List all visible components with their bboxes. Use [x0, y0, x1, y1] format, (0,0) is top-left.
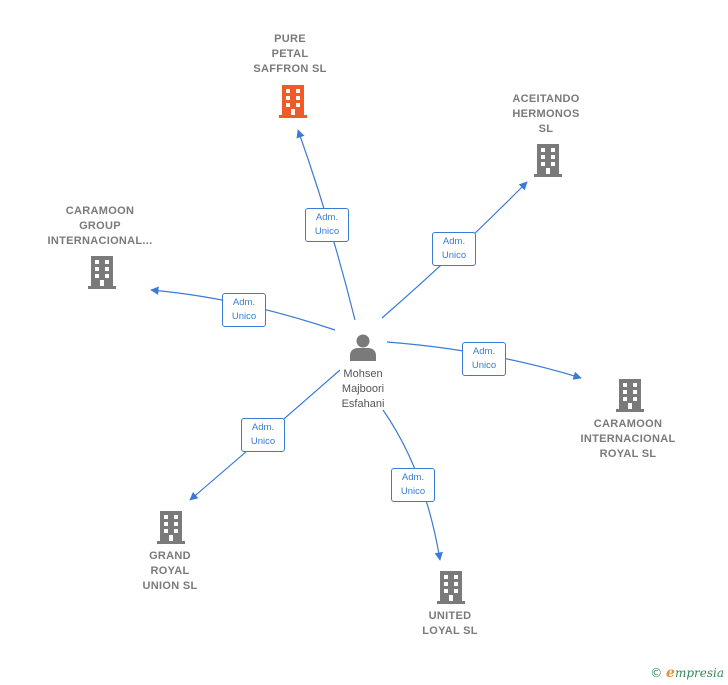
edge-badge-type: Unico [400, 486, 426, 497]
label-line: Majboori [341, 383, 385, 395]
company-label-united-loyal[interactable]: UNITED LOYAL SL [400, 609, 500, 639]
edge-badge: Adm. Unico [305, 208, 349, 242]
edge-badge-type: Unico [231, 311, 257, 322]
company-label-grand-royal-union[interactable]: GRAND ROYAL UNION SL [120, 549, 220, 594]
edge-badge-type: Unico [250, 436, 276, 447]
label-line: SL [538, 123, 554, 135]
brand-logo-initial: e [666, 665, 675, 681]
label-line: ROYAL [150, 565, 190, 577]
company-label-caramoon-royal[interactable]: CARAMOON INTERNACIONAL ROYAL SL [570, 417, 686, 462]
building-icon[interactable] [155, 509, 187, 545]
brand-logo-text: mpresia [674, 666, 724, 680]
person-icon[interactable] [348, 332, 378, 362]
edge-badge-role: Adm. [315, 212, 339, 223]
label-line: UNITED [428, 610, 472, 622]
building-icon[interactable] [435, 569, 467, 605]
building-icon[interactable] [532, 142, 564, 178]
label-line: INTERNACIONAL [580, 433, 676, 445]
edge-badge-role: Adm. [251, 422, 275, 433]
edge-badge: Adm. Unico [241, 418, 285, 452]
edge-badge-role: Adm. [232, 297, 256, 308]
label-line: LOYAL SL [422, 625, 478, 637]
brand-footer: © empresia [650, 665, 724, 681]
company-label-aceitando-hermonos[interactable]: ACEITANDO HERMONOS SL [496, 92, 596, 137]
label-line: PETAL [271, 48, 309, 60]
company-label-pure-petal-saffron[interactable]: PURE PETAL SAFFRON SL [240, 32, 340, 77]
copyright-symbol: © [650, 666, 663, 680]
edge-badge-type: Unico [314, 226, 340, 237]
label-line: PURE [274, 33, 306, 45]
edge-badge: Adm. Unico [462, 342, 506, 376]
edge-badge-type: Unico [441, 250, 467, 261]
edge-badge-type: Unico [471, 360, 497, 371]
label-line: ROYAL SL [599, 448, 657, 460]
company-label-caramoon-group[interactable]: CARAMOON GROUP INTERNACIONAL... [40, 204, 160, 249]
building-icon[interactable] [614, 377, 646, 413]
label-line: UNION SL [142, 580, 198, 592]
edge-badge-role: Adm. [442, 236, 466, 247]
edge-badge-role: Adm. [472, 346, 496, 357]
edge-badge: Adm. Unico [391, 468, 435, 502]
label-line: INTERNACIONAL... [47, 235, 153, 247]
label-line: CARAMOON [593, 418, 663, 430]
label-line: Esfahani [341, 398, 385, 410]
label-line: GROUP [79, 220, 121, 232]
label-line: CARAMOON [65, 205, 135, 217]
label-line: SAFFRON SL [253, 63, 327, 75]
building-icon-highlight[interactable] [277, 83, 309, 119]
label-line: Mohsen [343, 368, 383, 380]
label-line: HERMONOS [512, 108, 580, 120]
edge-badge: Adm. Unico [432, 232, 476, 266]
building-icon[interactable] [86, 254, 118, 290]
edge-badge-role: Adm. [401, 472, 425, 483]
person-name-label[interactable]: Mohsen Majboori Esfahani [313, 367, 413, 412]
edge-badge: Adm. Unico [222, 293, 266, 327]
label-line: ACEITANDO [512, 93, 580, 105]
label-line: GRAND [149, 550, 191, 562]
